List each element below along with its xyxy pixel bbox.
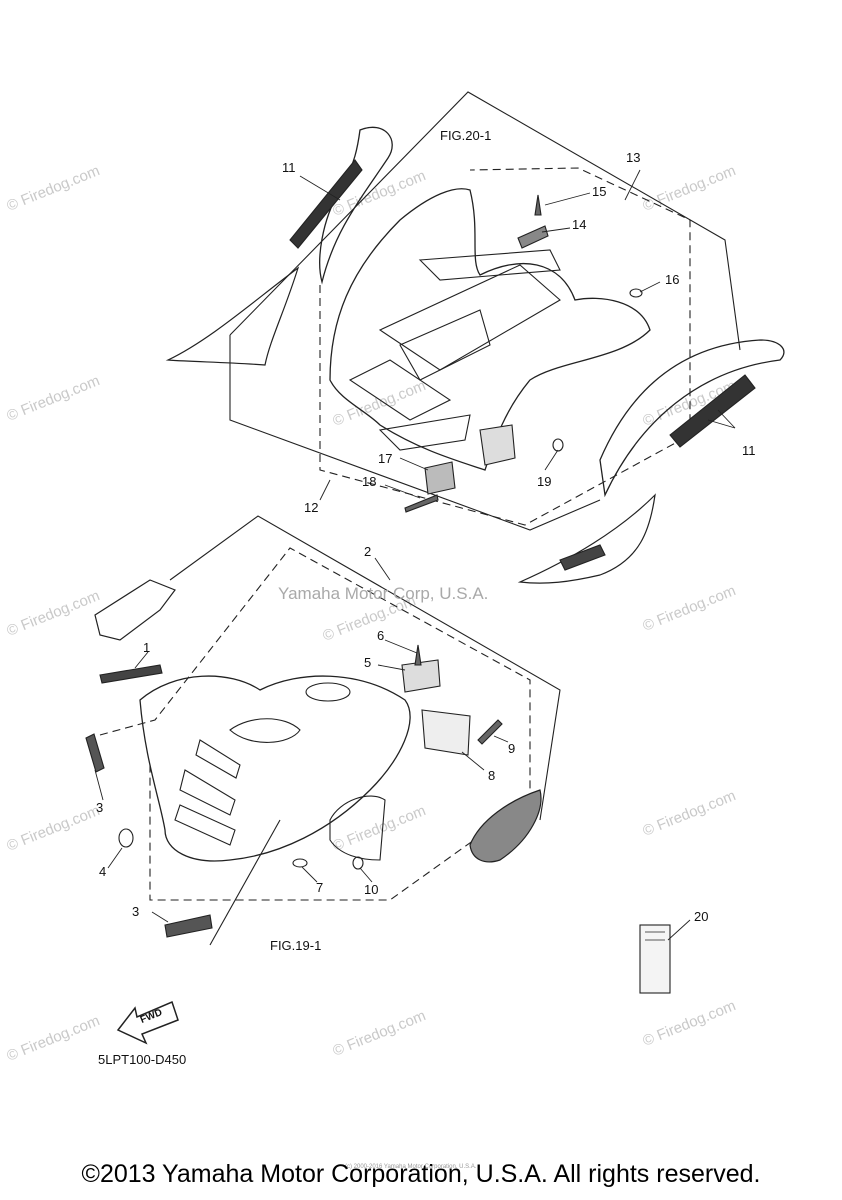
callout-9: 9: [508, 741, 516, 756]
part-20-label: [639, 924, 671, 994]
rear-fender-body: [329, 188, 651, 471]
callout-19: 19: [537, 474, 552, 489]
boundary-dashed-bottom: [99, 547, 531, 901]
part-14-plate: [517, 225, 549, 249]
callout-11: 11: [742, 443, 756, 458]
part-9-rivet: [477, 719, 503, 745]
center-watermark: Yamaha Motor Corp, U.S.A.: [278, 584, 489, 603]
front-side-panel: [469, 789, 542, 863]
part-4-emblem: [118, 828, 134, 848]
part-16-grommet: [629, 288, 643, 298]
callout-12: 12: [304, 500, 319, 515]
copyright-footer: ©2013 Yamaha Motor Corporation, U.S.A. A…: [81, 1160, 761, 1188]
callout-2: 2: [364, 544, 372, 559]
boundary-solid-bottom-low: [209, 819, 281, 946]
figure-ref-top: FIG.20-1: [440, 128, 492, 143]
front-decal-panel: [94, 579, 176, 641]
part-8-plate: [421, 709, 471, 756]
callout-8: 8: [488, 768, 496, 783]
side-panel-decal-left: [165, 266, 300, 366]
part-6-rivet: [414, 644, 422, 666]
decal-1: [99, 664, 163, 684]
callout-1: 1: [143, 640, 151, 655]
callout-20: 20: [694, 909, 709, 924]
callout-10: 10: [364, 882, 379, 897]
callout-6: 6: [377, 628, 385, 643]
small-copyright-note: (c) 2000-2016 Yamaha Motor Corporation, …: [345, 1164, 477, 1170]
callout-14: 14: [572, 217, 587, 232]
part-15-rivet: [534, 194, 542, 216]
callout-7: 7: [316, 880, 324, 895]
boundary-dashed-top: [319, 167, 691, 526]
callout-15: 15: [592, 184, 607, 199]
part-7-grommet: [292, 858, 308, 868]
side-panel-decal-right: [517, 493, 656, 584]
decal-3-lower: [164, 914, 213, 938]
part-5-plate: [401, 659, 441, 693]
callout-4: 4: [99, 864, 107, 879]
fwd-arrow-icon: [116, 1000, 179, 1045]
right-fender-flare: [599, 339, 785, 498]
diagram-code: 5LPT100-D450: [98, 1052, 187, 1067]
part-19-grommet: [552, 438, 564, 452]
boundary-solid-top-lower: [229, 335, 601, 531]
figure-ref-bottom: FIG.19-1: [270, 938, 322, 953]
callout-5: 5: [364, 655, 372, 670]
front-fender-body: [139, 675, 411, 862]
callout-13: 13: [626, 150, 641, 165]
callout-17: 17: [378, 451, 393, 466]
decal-3-upper: [85, 733, 105, 773]
part-18-rivet: [404, 494, 439, 513]
callout-18: 18: [362, 474, 377, 489]
part-10-grommet: [352, 856, 364, 870]
callout-3: 3: [96, 800, 104, 815]
callout-16: 16: [665, 272, 680, 287]
decal-11-right: [669, 374, 756, 448]
callout-11: 11: [282, 160, 296, 175]
boundary-solid-bottom: [169, 515, 561, 821]
callout-3: 3: [132, 904, 140, 919]
boundary-solid-top: [229, 91, 741, 351]
part-17-plate: [424, 461, 456, 495]
